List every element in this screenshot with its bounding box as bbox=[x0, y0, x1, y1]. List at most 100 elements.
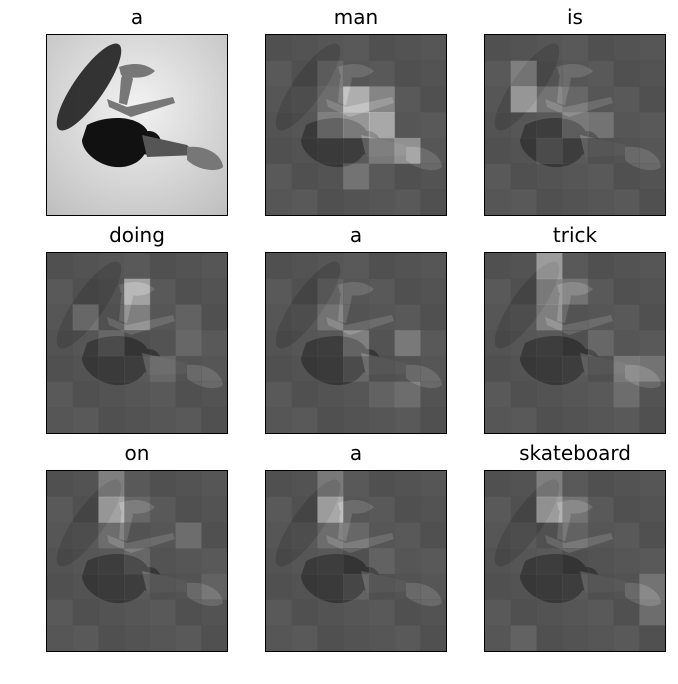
attention-cell bbox=[124, 573, 151, 601]
panel-title: skateboard bbox=[519, 441, 631, 465]
attention-cell bbox=[317, 189, 344, 215]
attention-cell bbox=[394, 163, 421, 190]
attention-cell bbox=[562, 573, 589, 601]
attention-cell bbox=[562, 330, 589, 357]
attention-cell bbox=[562, 253, 589, 280]
attention-cell bbox=[485, 573, 512, 601]
attention-cell bbox=[317, 86, 344, 113]
attention-cell bbox=[266, 548, 293, 575]
attention-cell bbox=[266, 60, 293, 87]
attention-cell bbox=[639, 163, 665, 190]
attention-cell bbox=[291, 471, 318, 498]
attention-cell bbox=[368, 548, 396, 575]
attention-cell bbox=[510, 189, 537, 215]
attention-cell bbox=[639, 355, 665, 383]
attention-cell bbox=[394, 522, 421, 549]
attention-cell bbox=[587, 522, 615, 549]
attention-cell bbox=[47, 599, 74, 626]
attention-cell bbox=[394, 355, 421, 383]
attention-cell bbox=[368, 599, 396, 626]
attention-cell bbox=[510, 599, 537, 626]
attention-cell bbox=[420, 278, 446, 305]
attention-cell bbox=[201, 355, 227, 383]
attention-cell bbox=[291, 60, 318, 87]
attention-cell bbox=[420, 548, 446, 575]
attention-cell bbox=[613, 163, 640, 190]
attention-cell bbox=[149, 304, 177, 331]
attention-cell bbox=[201, 330, 227, 357]
attention-cell bbox=[201, 471, 227, 498]
attention-cell bbox=[291, 112, 318, 139]
attention-cell bbox=[343, 381, 370, 408]
attention-cell bbox=[510, 355, 537, 383]
attention-cell bbox=[420, 496, 446, 523]
attention-cell bbox=[47, 407, 74, 433]
attention-cell bbox=[562, 189, 589, 215]
attention-cell bbox=[175, 496, 202, 523]
attention-cell bbox=[420, 137, 446, 165]
attention-cell bbox=[613, 407, 640, 433]
attention-cell bbox=[587, 86, 615, 113]
attention-cell bbox=[201, 625, 227, 651]
attention-cell bbox=[201, 278, 227, 305]
attention-cell bbox=[317, 381, 344, 408]
attention-cell bbox=[639, 381, 665, 408]
attention-cell bbox=[343, 253, 370, 280]
panel-title: a bbox=[130, 5, 144, 29]
attention-cell bbox=[536, 189, 563, 215]
attention-cell bbox=[343, 35, 370, 62]
attention-map bbox=[484, 252, 666, 434]
attention-cell bbox=[536, 278, 563, 305]
attention-cell bbox=[266, 330, 293, 357]
attention-cell bbox=[639, 137, 665, 165]
attention-cell bbox=[613, 522, 640, 549]
attention-cell bbox=[368, 189, 396, 215]
attention-cell bbox=[368, 35, 396, 62]
attention-cell bbox=[201, 573, 227, 601]
attention-cell bbox=[639, 548, 665, 575]
attention-cell bbox=[124, 278, 151, 305]
attention-cell bbox=[536, 112, 563, 139]
attention-cell bbox=[420, 625, 446, 651]
attention-cell bbox=[394, 573, 421, 601]
attention-cell bbox=[291, 625, 318, 651]
attention-cell bbox=[639, 112, 665, 139]
attention-cell bbox=[266, 625, 293, 651]
attention-cell bbox=[394, 189, 421, 215]
attention-cell bbox=[175, 599, 202, 626]
attention-cell bbox=[394, 60, 421, 87]
attention-cell bbox=[175, 278, 202, 305]
attention-cell bbox=[149, 330, 177, 357]
attention-cell bbox=[394, 548, 421, 575]
attention-cell bbox=[291, 278, 318, 305]
attention-cell bbox=[510, 112, 537, 139]
attention-cell bbox=[562, 407, 589, 433]
attention-cell bbox=[343, 137, 370, 165]
attention-cell bbox=[72, 407, 99, 433]
attention-cell bbox=[47, 355, 74, 383]
attention-map bbox=[484, 34, 666, 216]
attention-cell bbox=[536, 573, 563, 601]
attention-cell bbox=[562, 60, 589, 87]
attention-cell bbox=[175, 471, 202, 498]
attention-cell bbox=[639, 35, 665, 62]
attention-cell bbox=[420, 189, 446, 215]
attention-cell bbox=[613, 573, 640, 601]
attention-cell bbox=[149, 471, 177, 498]
attention-cell bbox=[201, 304, 227, 331]
attention-cell bbox=[613, 112, 640, 139]
attention-cell bbox=[639, 330, 665, 357]
attention-cell bbox=[266, 496, 293, 523]
attention-cell bbox=[175, 355, 202, 383]
attention-cell bbox=[587, 278, 615, 305]
attention-cell bbox=[562, 355, 589, 383]
attention-cell bbox=[72, 573, 99, 601]
attention-cell bbox=[510, 407, 537, 433]
attention-cell bbox=[317, 278, 344, 305]
attention-cell bbox=[317, 137, 344, 165]
attention-cell bbox=[291, 163, 318, 190]
attention-cell bbox=[291, 496, 318, 523]
attention-cell bbox=[98, 599, 125, 626]
attention-cell bbox=[47, 278, 74, 305]
attention-cell bbox=[124, 304, 151, 331]
